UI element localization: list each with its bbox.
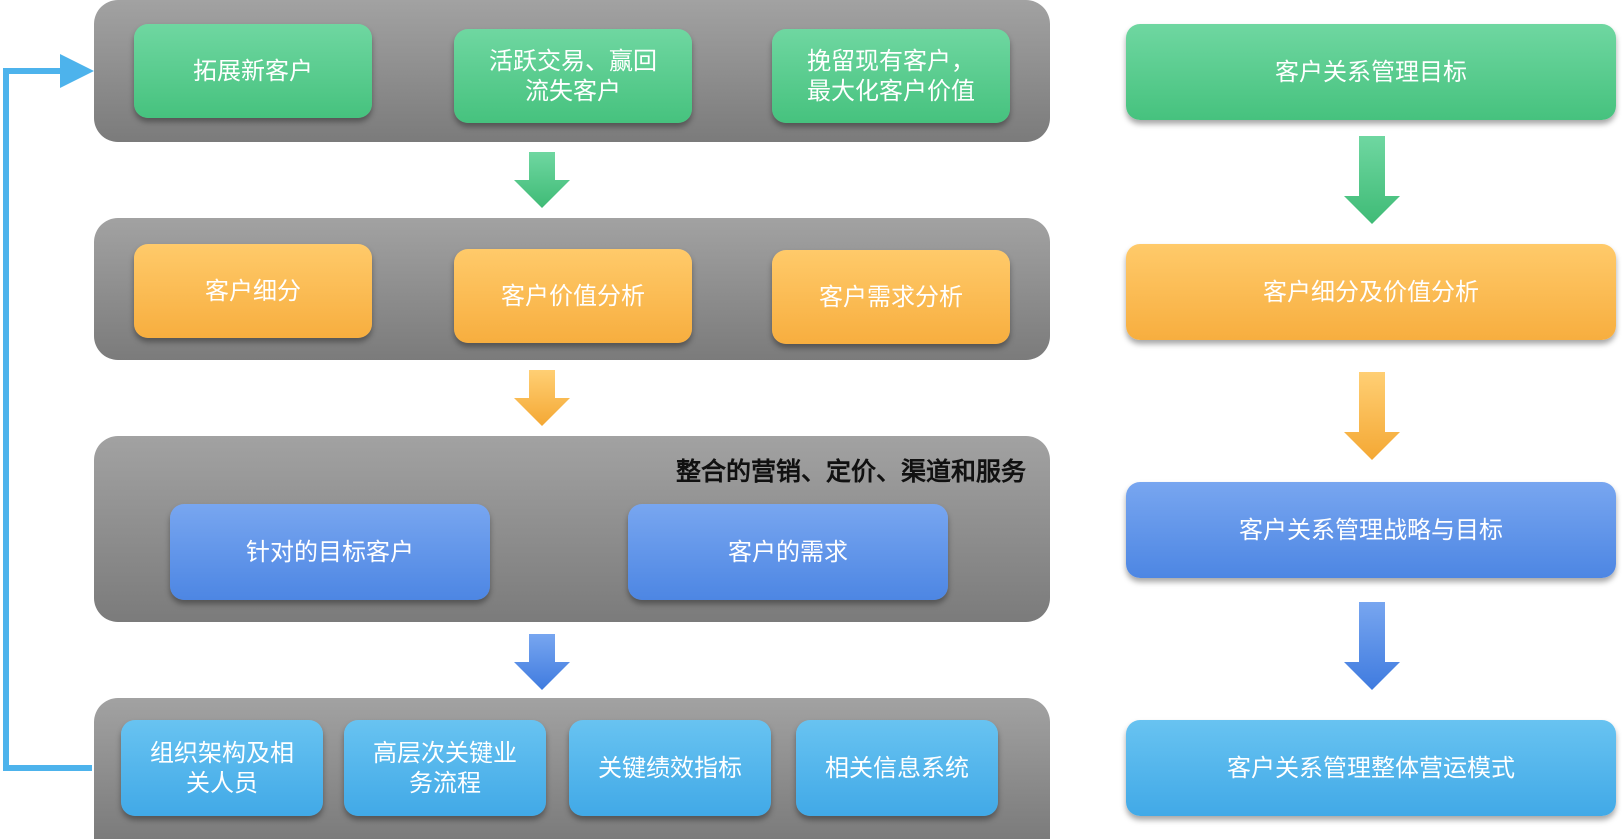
strategy-panel-title: 整合的营销、定价、渠道和服务 xyxy=(675,457,1026,486)
kpi-box: 关键绩效指标 xyxy=(569,720,771,816)
customer-value-analysis-box: 客户价值分析 xyxy=(454,249,692,343)
crm-goals-box: 客户关系管理目标 xyxy=(1126,24,1616,120)
key-business-process-box: 高层次关键业 务流程 xyxy=(344,720,546,816)
info-systems-box: 相关信息系统 xyxy=(796,720,998,816)
down-arrow-2 xyxy=(514,370,570,426)
summary-down-arrow-2 xyxy=(1344,372,1400,460)
segmentation-value-analysis-box: 客户细分及价值分析 xyxy=(1126,244,1616,340)
retain-customers-box: 挽留现有客户， 最大化客户价值 xyxy=(772,29,1010,123)
customer-needs-analysis-box: 客户需求分析 xyxy=(772,250,1010,344)
feedback-loop-arrow xyxy=(3,54,94,771)
org-structure-box: 组织架构及相 关人员 xyxy=(121,720,323,816)
customer-segmentation-box: 客户细分 xyxy=(134,244,372,338)
summary-down-arrow-3 xyxy=(1344,602,1400,690)
crm-strategy-goals-box: 客户关系管理战略与目标 xyxy=(1126,482,1616,578)
crm-operating-model-box: 客户关系管理整体营运模式 xyxy=(1126,720,1616,816)
down-arrow-3 xyxy=(514,634,570,690)
strategy-panel: 整合的营销、定价、渠道和服务 针对的目标客户 客户的需求 xyxy=(94,436,1050,622)
expand-new-customers-box: 拓展新客户 xyxy=(134,24,372,118)
objectives-panel: 拓展新客户 活跃交易、赢回 流失客户 挽留现有客户， 最大化客户价值 xyxy=(94,0,1050,142)
customer-needs-box: 客户的需求 xyxy=(628,504,948,600)
target-customers-box: 针对的目标客户 xyxy=(170,504,490,600)
analysis-panel: 客户细分 客户价值分析 客户需求分析 xyxy=(94,218,1050,360)
operations-panel: 组织架构及相 关人员 高层次关键业 务流程 关键绩效指标 相关信息系统 xyxy=(94,698,1050,839)
summary-down-arrow-1 xyxy=(1344,136,1400,224)
reactivate-customers-box: 活跃交易、赢回 流失客户 xyxy=(454,29,692,123)
down-arrow-1 xyxy=(514,152,570,208)
